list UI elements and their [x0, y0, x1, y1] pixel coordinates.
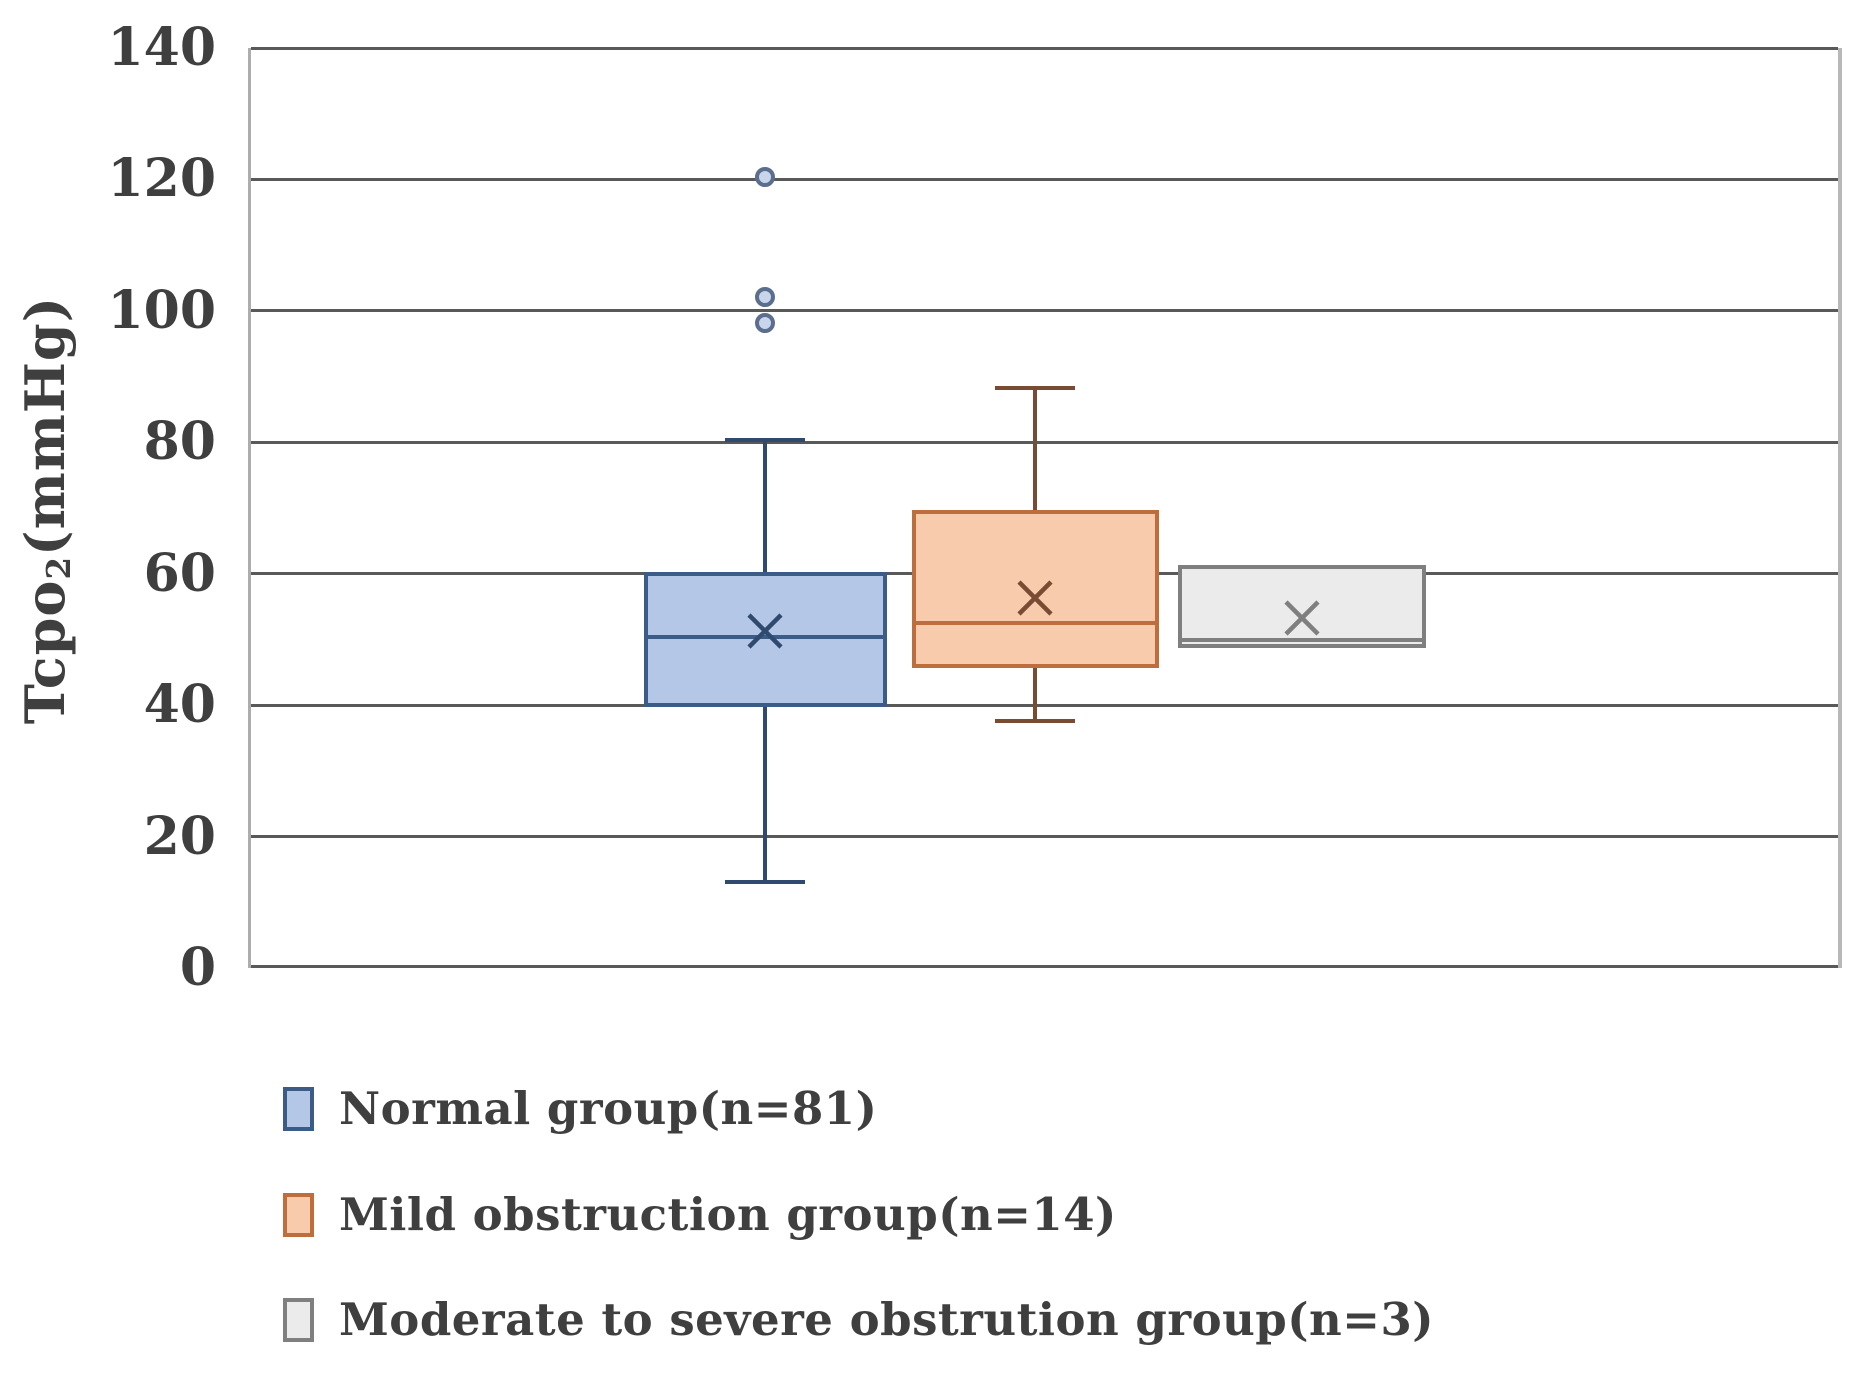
y-axis-tick-labels: 140 120 100 80 60 40 20 0 — [0, 0, 216, 1050]
box-mild-obstruction-group — [911, 509, 1159, 668]
legend-label-normal-group: Normal group(n=81) — [339, 1082, 878, 1135]
y-tick-80: 80 — [143, 411, 216, 473]
gridline-120 — [251, 177, 1838, 181]
y-tick-20: 20 — [143, 805, 216, 867]
legend-label-moderate-severe-group: Moderate to severe obstrution group(n=3) — [339, 1293, 1435, 1346]
gridline-100 — [251, 309, 1838, 313]
whisker-line-normal-group — [763, 440, 767, 572]
whisker-cap-normal-group — [725, 438, 805, 443]
plot-area — [248, 46, 1842, 968]
median-line-mild-obstruction-group — [911, 621, 1159, 625]
legend-item-moderate-severe-group: Moderate to severe obstrution group(n=3) — [283, 1293, 1434, 1346]
gridline-20 — [251, 835, 1838, 839]
gridline-140 — [251, 46, 1838, 50]
mean-x-marker-mild-obstruction-group — [1013, 576, 1057, 620]
y-tick-40: 40 — [143, 674, 216, 736]
box-normal-group — [643, 571, 887, 708]
whisker-cap-normal-group — [725, 879, 805, 884]
y-tick-120: 120 — [107, 148, 216, 210]
legend-swatch-mild-obstruction-group — [283, 1192, 314, 1237]
median-line-normal-group — [643, 634, 887, 639]
legend-label-mild-obstruction-group: Mild obstruction group(n=14) — [339, 1188, 1117, 1241]
y-tick-140: 140 — [107, 17, 216, 78]
legend-swatch-normal-group — [283, 1086, 314, 1131]
outlier-point-normal-group-1 — [755, 167, 775, 188]
legend-item-mild-obstruction-group: Mild obstruction group(n=14) — [283, 1188, 1117, 1241]
whisker-cap-mild-obstruction-group — [995, 718, 1075, 723]
y-tick-0: 0 — [179, 937, 216, 998]
box-moderate-severe-group — [1178, 565, 1426, 648]
y-tick-60: 60 — [143, 542, 216, 604]
outlier-point-normal-group-3 — [755, 312, 775, 333]
legend-item-normal-group: Normal group(n=81) — [283, 1082, 877, 1135]
mean-x-marker-normal-group — [743, 609, 787, 653]
median-line-moderate-severe-group — [1178, 638, 1426, 643]
legend-swatch-moderate-severe-group — [283, 1297, 314, 1342]
gridline-40 — [251, 703, 1838, 707]
whisker-line-normal-group — [763, 707, 767, 882]
y-tick-100: 100 — [107, 279, 216, 341]
gridline-0 — [251, 965, 1838, 968]
whisker-line-mild-obstruction-group — [1033, 667, 1037, 721]
gridline-80 — [251, 440, 1838, 444]
whisker-cap-mild-obstruction-group — [995, 385, 1075, 390]
mean-x-marker-moderate-severe-group — [1280, 596, 1324, 640]
whisker-line-mild-obstruction-group — [1033, 387, 1037, 510]
outlier-point-normal-group-2 — [755, 287, 775, 308]
